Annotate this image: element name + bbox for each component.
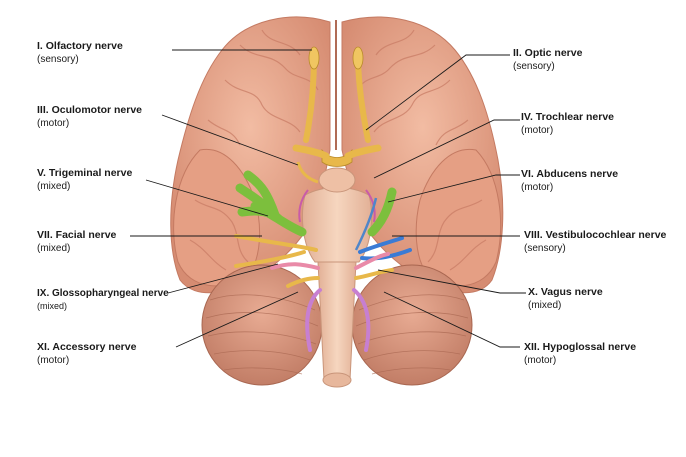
vagus-nerve xyxy=(354,268,394,280)
oculomotor-nerve xyxy=(296,161,319,184)
gyri-texture xyxy=(189,29,487,271)
label-vagus: X. Vagus nerve (mixed) xyxy=(528,286,603,312)
olfactory-bulb-left xyxy=(308,46,320,70)
glossopharyngeal-nerve-right xyxy=(354,252,390,270)
label-trigeminal: V. Trigeminal nerve (mixed) xyxy=(37,167,132,193)
facial-name: VII. Facial nerve xyxy=(37,229,117,241)
trigeminal-name: V. Trigeminal nerve xyxy=(37,167,133,179)
trigeminal-nerve-right xyxy=(367,187,397,237)
olfactory-type: (sensory) xyxy=(37,54,79,65)
hypoglossal-type: (motor) xyxy=(524,355,557,366)
brainstem xyxy=(301,148,373,388)
label-oculomotor: III. Oculomotor nerve (motor) xyxy=(37,104,142,130)
leader-vagus xyxy=(377,269,526,294)
abducens-name: VI. Abducens nerve xyxy=(521,168,619,180)
oculomotor-name: III. Oculomotor nerve xyxy=(37,104,143,116)
facial-type: (mixed) xyxy=(37,243,71,254)
leader-accessory xyxy=(175,291,299,348)
optic-chiasm xyxy=(321,148,353,167)
facial-nerve-left xyxy=(234,234,318,268)
left-cerebellar-hemisphere xyxy=(201,264,323,386)
optic-nerve-left xyxy=(292,144,330,160)
leader-trochlear xyxy=(373,119,520,179)
label-glossopharyngeal: IX. Glossopharyngeal nerve (mixed) xyxy=(37,287,169,313)
label-abducens: VI. Abducens nerve (motor) xyxy=(521,168,618,194)
abducens-type: (motor) xyxy=(521,182,554,193)
trigeminal-type: (mixed) xyxy=(37,181,71,192)
vagus-name: X. Vagus nerve xyxy=(528,286,603,298)
accessory-type: (motor) xyxy=(37,355,70,366)
label-trochlear: IV. Trochlear nerve (motor) xyxy=(521,111,614,137)
optic-name: II. Optic nerve xyxy=(513,47,583,59)
olfactory-name: I. Olfactory nerve xyxy=(37,40,123,52)
trochlear-name: IV. Trochlear nerve xyxy=(521,111,614,123)
label-vestibulocochlear: VIII. Vestibulocochlear nerve (sensory) xyxy=(524,229,666,255)
accessory-name: XI. Accessory nerve xyxy=(37,341,137,353)
label-hypoglossal: XII. Hypoglossal nerve (motor) xyxy=(524,341,636,367)
olfactory-bulb-right xyxy=(352,46,364,70)
leader-glossopharyngeal xyxy=(167,263,279,294)
glossopharyngeal-nerve xyxy=(270,262,320,270)
medulla-spinal-cord xyxy=(317,261,357,381)
vestibulocochlear-nerve xyxy=(358,236,412,261)
label-accessory: XI. Accessory nerve (motor) xyxy=(37,341,136,367)
leader-optic xyxy=(365,54,510,131)
leader-hypoglossal xyxy=(383,291,520,348)
cranial-nerves xyxy=(234,46,412,352)
vestibulocochlear-type: (sensory) xyxy=(524,243,566,254)
optic-type: (sensory) xyxy=(513,61,555,72)
oculomotor-type: (motor) xyxy=(37,118,70,129)
spinal-cord-cut xyxy=(322,372,352,388)
label-olfactory: I. Olfactory nerve (sensory) xyxy=(37,40,123,66)
mammillary-region xyxy=(318,167,356,193)
leader-lines xyxy=(130,49,526,348)
hypoglossal-nerve xyxy=(352,288,371,352)
trochlear-type: (motor) xyxy=(521,125,554,136)
trigeminal-nerve-left xyxy=(235,170,307,237)
label-facial: VII. Facial nerve (mixed) xyxy=(37,229,116,255)
glossopharyngeal-type: (mixed) xyxy=(37,301,68,311)
vagus-type: (mixed) xyxy=(528,300,562,311)
abducens-nerve xyxy=(354,197,378,251)
optic-nerve-right xyxy=(344,144,382,160)
leader-abducens xyxy=(387,174,520,203)
hypoglossal-name: XII. Hypoglossal nerve xyxy=(524,341,637,353)
accessory-nerve xyxy=(305,288,322,352)
label-optic: II. Optic nerve (sensory) xyxy=(513,47,582,73)
leader-oculomotor xyxy=(161,114,299,166)
leader-trigeminal xyxy=(145,179,269,217)
glossopharyngeal-name: IX. Glossopharyngeal nerve xyxy=(37,288,169,299)
vestibulocochlear-name: VIII. Vestibulocochlear nerve xyxy=(524,229,667,241)
vagus-nerve-left xyxy=(286,276,320,288)
trochlear-nerve-left xyxy=(298,189,309,223)
